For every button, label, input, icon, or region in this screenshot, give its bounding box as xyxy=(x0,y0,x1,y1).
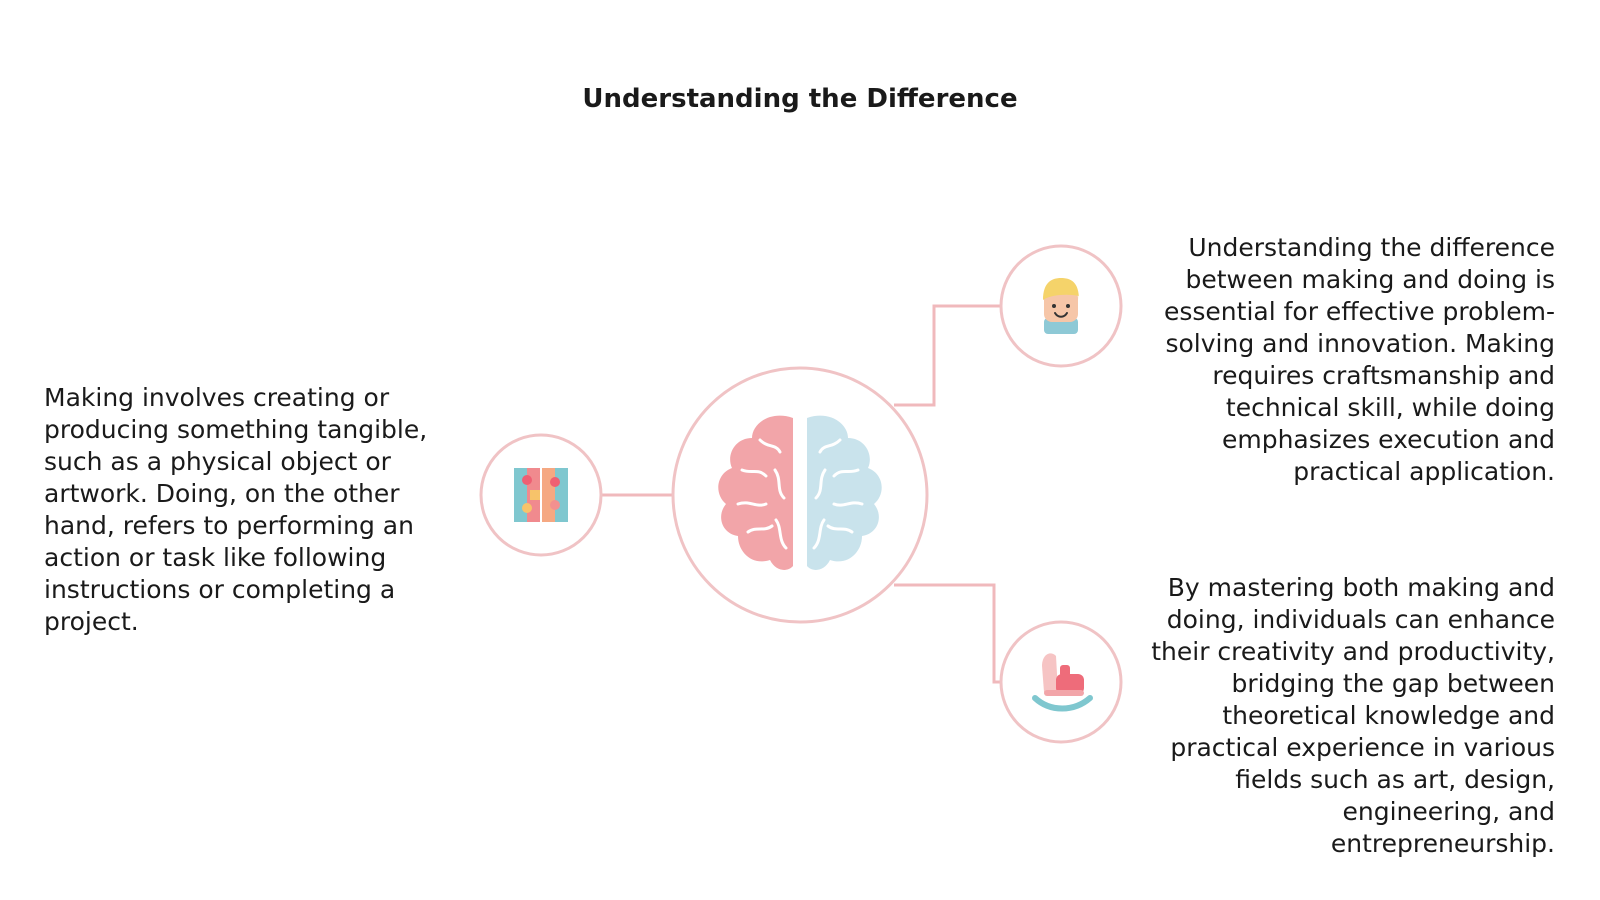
brain-icon xyxy=(718,415,882,570)
puzzle-icon xyxy=(514,468,568,522)
rocking-horse-icon xyxy=(1032,653,1093,712)
bottom-right-node xyxy=(999,620,1123,744)
center-node xyxy=(671,366,929,624)
page-title: Understanding the Difference xyxy=(582,84,1018,114)
mastering-description: By mastering both making and doing, indi… xyxy=(1151,573,1555,858)
connector-bottom-right xyxy=(894,583,1000,684)
left-node xyxy=(479,433,603,557)
connector-top-right xyxy=(894,304,1000,407)
person-icon xyxy=(1043,278,1079,334)
top-right-node xyxy=(999,244,1123,368)
making-description: Making involves creating or producing so… xyxy=(44,383,428,636)
connectors xyxy=(602,304,1000,684)
difference-description: Understanding the difference between mak… xyxy=(1163,233,1555,486)
